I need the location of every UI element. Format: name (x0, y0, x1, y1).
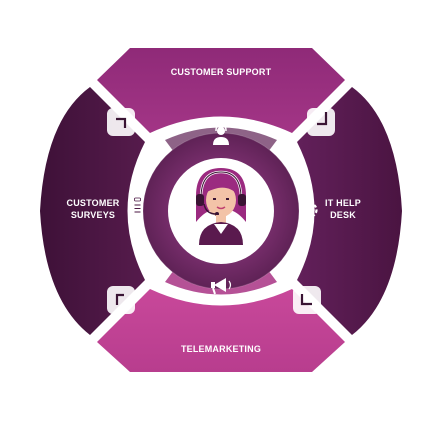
clipboard-icon (132, 197, 143, 215)
segment-label-right-line1: IT HELP (325, 198, 361, 208)
segment-it-help-desk: IT HELP DESK (297, 87, 402, 335)
segment-customer-surveys: CUSTOMER SURVEYS (40, 87, 145, 335)
corner-brackets (107, 108, 335, 314)
headset-person-icon (213, 123, 229, 145)
gear-icon (302, 202, 318, 218)
bracket-top-right (307, 108, 335, 136)
segment-label-right-line2: DESK (330, 210, 356, 220)
segment-label-top: CUSTOMER SUPPORT (171, 67, 272, 77)
bracket-bottom-left (107, 286, 135, 314)
megaphone-icon (211, 278, 232, 295)
segment-label-left-line2: SURVEYS (71, 210, 115, 220)
segment-label-left-line1: CUSTOMER (67, 198, 120, 208)
bracket-bottom-right (293, 286, 321, 314)
segment-label-bottom: TELEMARKETING (181, 344, 261, 354)
call-center-agent-icon (196, 168, 246, 245)
bracket-top-left (107, 108, 135, 136)
